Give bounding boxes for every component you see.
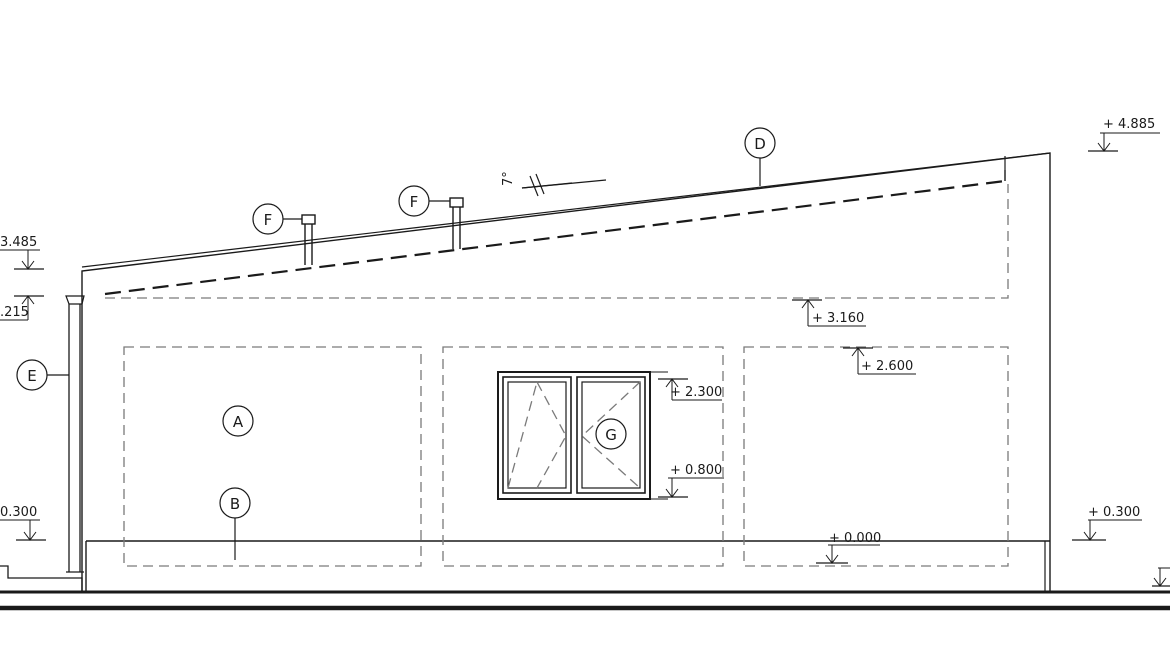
callout-label-b: B <box>230 495 240 513</box>
level-label-0800: + 0.800 <box>670 463 722 478</box>
level-marker-0800: + 0.800 <box>658 463 724 498</box>
callout-label-a: A <box>233 413 244 431</box>
ground-line <box>0 590 1170 611</box>
slope-indicator: 7° <box>501 171 607 197</box>
hidden-room-outlines <box>123 346 1009 567</box>
vent-pipe-2 <box>449 197 464 249</box>
callout-g: G <box>595 418 627 450</box>
level-marker-0000: + 0.000 <box>816 531 881 564</box>
callout-label-f1: F <box>264 211 273 229</box>
level-marker-4885: + 4.885 <box>1088 117 1160 152</box>
level-label-3215: .215 <box>0 305 29 320</box>
vent-pipe-1 <box>301 214 316 265</box>
callout-label-f2: F <box>410 193 419 211</box>
downpipe <box>0 295 85 592</box>
callout-b: B <box>219 487 251 560</box>
plinth <box>85 540 1050 592</box>
level-label-0000: + 0.000 <box>829 531 881 546</box>
level-label-0300-left: 0.300 <box>0 505 37 520</box>
callout-f1: F <box>252 203 302 235</box>
level-label-0300-right: + 0.300 <box>1088 505 1140 520</box>
callout-a: A <box>222 405 254 437</box>
level-marker-0300-right: + 0.300 <box>1072 505 1142 541</box>
building-outline <box>81 152 1051 593</box>
level-marker-edge-right <box>1152 567 1170 587</box>
callout-e: E <box>16 359 69 391</box>
window <box>497 371 668 500</box>
roof-structure-hidden-line <box>104 170 1009 299</box>
callout-label-g: G <box>605 426 617 444</box>
level-marker-3160: + 3.160 <box>792 299 866 327</box>
level-label-2600: + 2.600 <box>861 359 913 374</box>
level-marker-0300-left: 0.300 <box>0 505 46 541</box>
callout-d: D <box>744 127 776 186</box>
level-label-3160: + 3.160 <box>812 311 864 326</box>
callout-label-d: D <box>754 135 766 153</box>
level-marker-2600: + 2.600 <box>843 347 916 375</box>
callout-f2: F <box>398 185 450 217</box>
level-label-4885: + 4.885 <box>1103 117 1155 132</box>
level-label-3485: 3.485 <box>0 235 37 250</box>
level-marker-2300: + 2.300 <box>658 378 722 401</box>
slope-label: 7° <box>501 171 516 186</box>
level-marker-3485: 3.485 <box>0 235 44 270</box>
level-label-2300: + 2.300 <box>670 385 722 400</box>
callout-label-e: E <box>27 367 36 385</box>
level-marker-3215: .215 <box>0 295 44 321</box>
